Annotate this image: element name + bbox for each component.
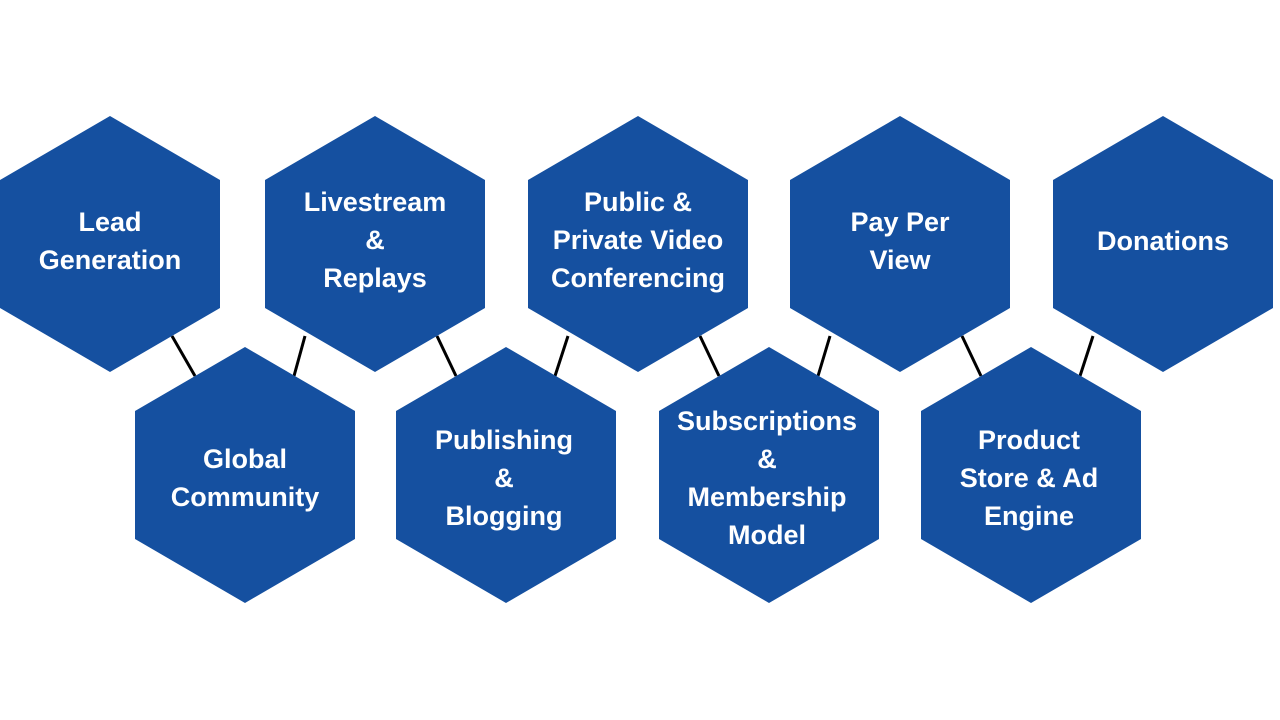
hex-label-line: Lead — [78, 207, 142, 237]
hex-label-line: Replays — [323, 263, 427, 293]
hex-label-line: Membership — [687, 482, 847, 512]
hex-label: Livestream & Replays — [270, 183, 480, 297]
connector-line — [553, 335, 570, 377]
hexagon-bottom — [135, 347, 355, 603]
connector-line — [698, 335, 721, 377]
hex-label-line: Engine — [983, 501, 1074, 531]
hex-label-line: Pay Per — [850, 207, 950, 237]
hex-label-line: Private Video — [552, 225, 724, 255]
connector-line — [292, 335, 307, 377]
hex-label-line: Publishing — [435, 425, 573, 455]
hex-label: Publishing & Blogging — [399, 421, 609, 535]
hex-label-line: Product — [977, 425, 1080, 455]
hex-label-line: View — [869, 245, 931, 275]
hex-label-line: Livestream — [303, 187, 447, 217]
hex-label-line: & — [757, 444, 777, 474]
hex-label-line: Subscriptions — [676, 406, 858, 436]
hexagon-top — [528, 116, 748, 372]
hexagon-bottom — [659, 347, 879, 603]
hex-label-line: Model — [728, 520, 806, 550]
hex-label-line: Generation — [38, 245, 182, 275]
hexagon-bottom — [921, 347, 1141, 603]
connector-line — [960, 335, 983, 377]
hexagon-bottom — [396, 347, 616, 603]
hex-label-line: Blogging — [445, 501, 563, 531]
hex-label-line: Global — [202, 444, 287, 474]
connector-line — [1078, 335, 1095, 377]
connector-line — [435, 335, 458, 377]
hexagon-top — [265, 116, 485, 372]
connector-line — [170, 335, 197, 377]
hex-label-line: Public & — [583, 187, 692, 217]
hex-label-line: Donations — [1097, 226, 1229, 256]
hexagon-top — [1053, 116, 1273, 372]
hex-label-line: Store & Ad — [959, 463, 1099, 493]
hex-label-line: & — [365, 225, 385, 255]
hex-label-line: Community — [170, 482, 320, 512]
hex-label: Donations — [1058, 222, 1268, 260]
connector-line — [816, 335, 832, 377]
hexagon-top — [0, 116, 220, 372]
hex-label-line: Conferencing — [550, 263, 725, 293]
hex-label-line: & — [494, 463, 514, 493]
hexagon-top — [790, 116, 1010, 372]
